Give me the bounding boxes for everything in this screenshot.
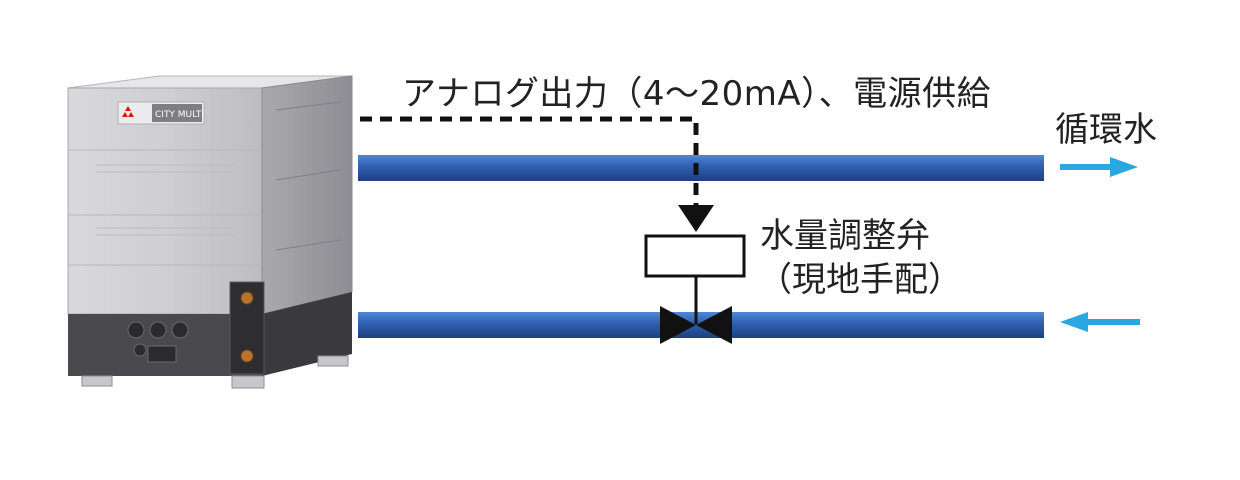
heat-source-unit: CITY MULTI <box>67 75 353 389</box>
base-ports <box>127 321 189 363</box>
water-inlet-fitting <box>240 349 254 363</box>
unit-feet <box>81 355 349 389</box>
water-outlet-fitting <box>240 291 254 305</box>
front-vents <box>96 164 236 236</box>
upper-water-pipe <box>358 155 1044 181</box>
valve-body-left <box>660 306 696 344</box>
valve-note-label: （現地手配） <box>758 260 962 300</box>
side-vents <box>275 101 341 251</box>
outflow-arrow-icon <box>1060 157 1138 177</box>
signal-power-line <box>360 116 699 205</box>
unit-base-side <box>262 292 352 376</box>
valve-name-label: 水量調整弁 <box>760 216 930 256</box>
unit-side-panel <box>261 75 353 315</box>
valve-actuator <box>644 234 746 278</box>
inflow-arrow-icon <box>1060 312 1140 332</box>
brand-badge: CITY MULTI <box>117 101 205 125</box>
water-connection-panel <box>229 281 265 375</box>
valve-body-right <box>696 306 732 344</box>
mitsubishi-logo-icon <box>125 106 131 111</box>
brand-text: CITY MULTI <box>155 110 204 120</box>
circulating-water-label: 循環水 <box>1055 110 1157 150</box>
unit-front-panel <box>67 87 263 315</box>
actuator-arrow-icon <box>678 205 714 232</box>
signal-power-label: アナログ出力（4〜20mA）、電源供給 <box>402 74 992 114</box>
